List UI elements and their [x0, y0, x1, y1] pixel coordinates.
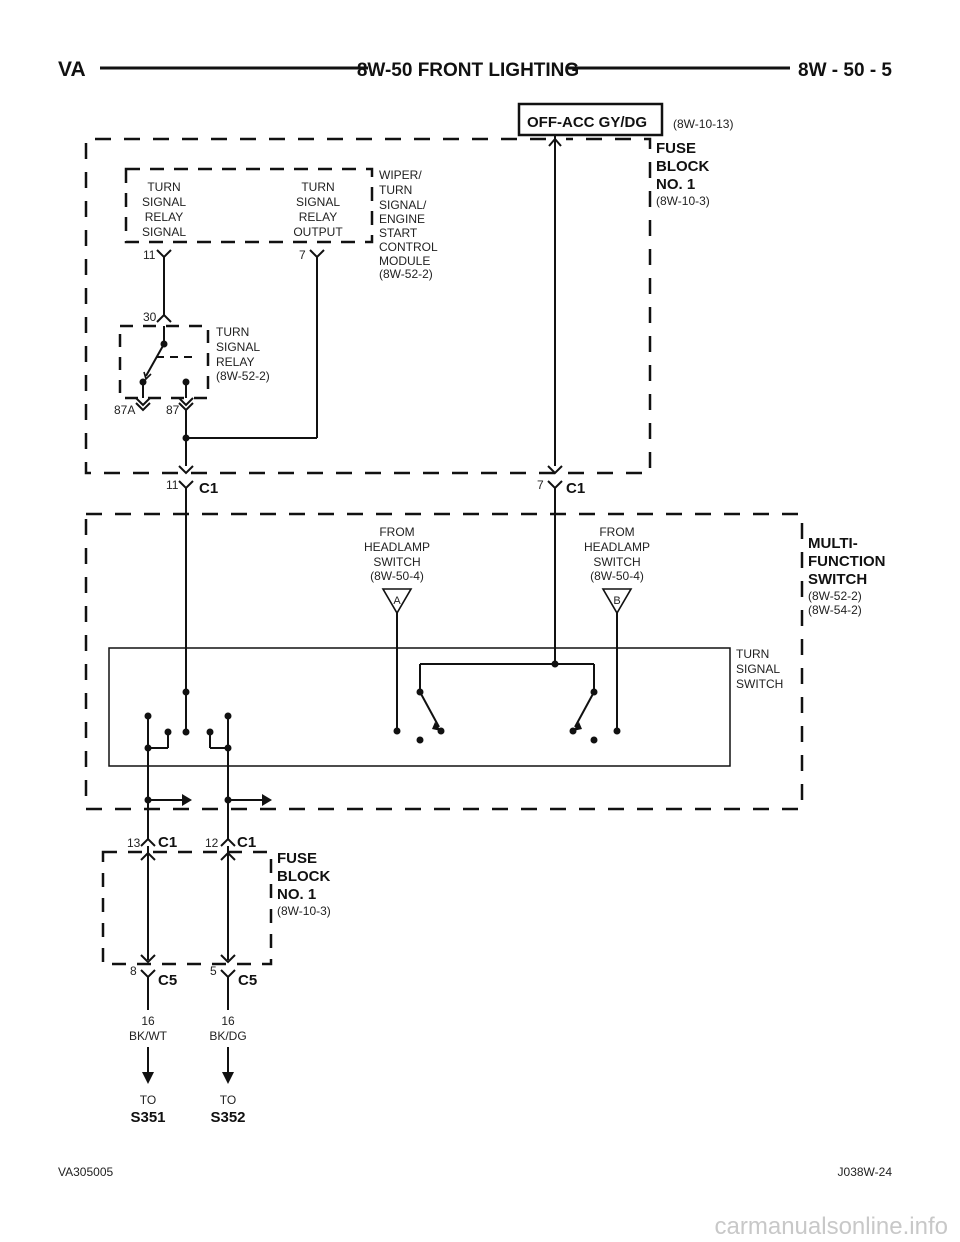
relay-name-4: (8W-52-2): [216, 369, 270, 383]
switch-label-2: SIGNAL: [736, 662, 780, 676]
watermark: carmanualsonline.info: [715, 1213, 948, 1240]
power-source: OFF-ACC GY/DG (8W-10-13): [517, 102, 733, 137]
module-pin-right-label-3: RELAY: [299, 210, 337, 224]
header-left: VA: [58, 58, 86, 81]
power-source-ref: (8W-10-13): [673, 117, 733, 131]
connector-top-right-name: C1: [566, 480, 585, 497]
from-a-2: HEADLAMP: [364, 540, 430, 554]
multi-function-switch: MULTI- FUNCTION SWITCH (8W-52-2) (8W-54-…: [84, 512, 886, 811]
dest-left-splice: S351: [130, 1109, 165, 1126]
fuse-block-top-name-2: BLOCK: [656, 158, 709, 175]
wire-right-color: BK/DG: [209, 1029, 246, 1043]
from-b-1: FROM: [599, 525, 634, 539]
mfs-ref-1: (8W-52-2): [808, 589, 862, 603]
from-a-3: SWITCH: [373, 555, 420, 569]
dest-right-splice: S352: [210, 1109, 245, 1126]
from-a-4: (8W-50-4): [370, 569, 424, 583]
relay-name-3: RELAY: [216, 355, 254, 369]
mfs-contacts: [144, 660, 621, 806]
module-name-5: START: [379, 226, 418, 240]
module-pin-left-label-2: SIGNAL: [142, 195, 186, 209]
footer-right: J038W-24: [838, 1165, 893, 1179]
header-title: 8W-50 FRONT LIGHTING: [357, 60, 579, 81]
module-name-1: WIPER/: [379, 168, 422, 182]
connector-mid-left-name: C1: [158, 834, 177, 851]
connectors-bottom: 8 C5 5 C5: [130, 964, 257, 989]
module-pin-left-number: 11: [143, 248, 156, 262]
module-name-2: TURN: [379, 183, 412, 197]
header-right: 8W - 50 - 5: [798, 60, 892, 81]
connector-bottom-right-pin: 5: [210, 964, 217, 978]
connector-bottom-right-name: C5: [238, 972, 257, 989]
tri-a-label: A: [393, 595, 401, 607]
module-name-7: MODULE: [379, 254, 430, 268]
fuse-block-top-wiring: [163, 135, 563, 475]
connector-bottom-left-pin: 8: [130, 964, 137, 978]
fuse-block-top-ref: (8W-10-3): [656, 194, 710, 208]
wire-right-gauge: 16: [221, 1014, 235, 1028]
mfs-name-1: MULTI-: [808, 535, 858, 552]
module-pin-right-label-1: TURN: [301, 180, 334, 194]
fuse-block-bottom-ref: (8W-10-3): [277, 904, 331, 918]
from-b-3: SWITCH: [593, 555, 640, 569]
module-ref: (8W-52-2): [379, 267, 433, 281]
relay-name-2: SIGNAL: [216, 340, 260, 354]
mfs-name-3: SWITCH: [808, 571, 867, 588]
fuse-block-bottom: FUSE BLOCK NO. 1 (8W-10-3): [101, 846, 331, 966]
module-name-3: SIGNAL/: [379, 198, 427, 212]
tri-b-label: B: [613, 595, 620, 607]
fuse-block-top-name-3: NO. 1: [656, 176, 695, 193]
wire-left-gauge: 16: [141, 1014, 155, 1028]
connector-top-left-name: C1: [199, 480, 218, 497]
from-b-4: (8W-50-4): [590, 569, 644, 583]
from-a-1: FROM: [379, 525, 414, 539]
from-b-2: HEADLAMP: [584, 540, 650, 554]
fuse-block-bottom-name-3: NO. 1: [277, 886, 316, 903]
output-wires: 16 BK/WT 16 BK/DG TO S351 TO S352: [129, 977, 247, 1126]
connectors-top: 11 C1 7 C1: [166, 478, 585, 497]
fuse-block-top-name-1: FUSE: [656, 140, 696, 157]
module-pin-left-label-4: SIGNAL: [142, 225, 186, 239]
fuse-block-top: FUSE BLOCK NO. 1 (8W-10-3): [84, 137, 710, 475]
mfs-name-2: FUNCTION: [808, 553, 886, 570]
mfs-ref-2: (8W-54-2): [808, 603, 862, 617]
module-pin-right-label-2: SIGNAL: [296, 195, 340, 209]
module-pin-left-label-3: RELAY: [145, 210, 183, 224]
switch-label-3: SWITCH: [736, 677, 783, 691]
connector-bottom-left-name: C5: [158, 972, 177, 989]
relay-pin-30: 30: [143, 310, 157, 324]
power-source-label: OFF-ACC GY/DG: [527, 114, 647, 131]
connector-mid-right-pin: 12: [205, 836, 219, 850]
footer-left: VA305005: [58, 1165, 113, 1179]
connectors-mid: 13 C1 12 C1: [127, 834, 256, 851]
relay-pin-87: 87: [166, 403, 180, 417]
turn-signal-relay: TURN SIGNAL RELAY (8W-52-2) 30 87A 87: [114, 310, 270, 417]
dest-left-to: TO: [140, 1093, 156, 1107]
connector-mid-right-name: C1: [237, 834, 256, 851]
module-pin-left-label-1: TURN: [147, 180, 180, 194]
wiper-turn-module: TURN SIGNAL RELAY SIGNAL TURN SIGNAL REL…: [124, 167, 438, 281]
switch-label-1: TURN: [736, 647, 769, 661]
module-pin-right-number: 7: [299, 248, 306, 262]
fuse-block-bottom-name-2: BLOCK: [277, 868, 330, 885]
connector-mid-left-pin: 13: [127, 836, 141, 850]
dest-right-to: TO: [220, 1093, 236, 1107]
fuse-block-bottom-name-1: FUSE: [277, 850, 317, 867]
page-footer: VA305005 J038W-24 carmanualsonline.info: [58, 1165, 948, 1240]
connector-top-left-pin: 11: [166, 478, 179, 492]
connector-top-right-pin: 7: [537, 478, 544, 492]
relay-pin-87a: 87A: [114, 403, 135, 417]
page-header: VA 8W-50 FRONT LIGHTING 8W - 50 - 5: [58, 58, 892, 81]
module-name-4: ENGINE: [379, 212, 425, 226]
wire-left-color: BK/WT: [129, 1029, 168, 1043]
module-name-6: CONTROL: [379, 240, 438, 254]
module-pin-right-label-4: OUTPUT: [293, 225, 343, 239]
relay-name-1: TURN: [216, 325, 249, 339]
